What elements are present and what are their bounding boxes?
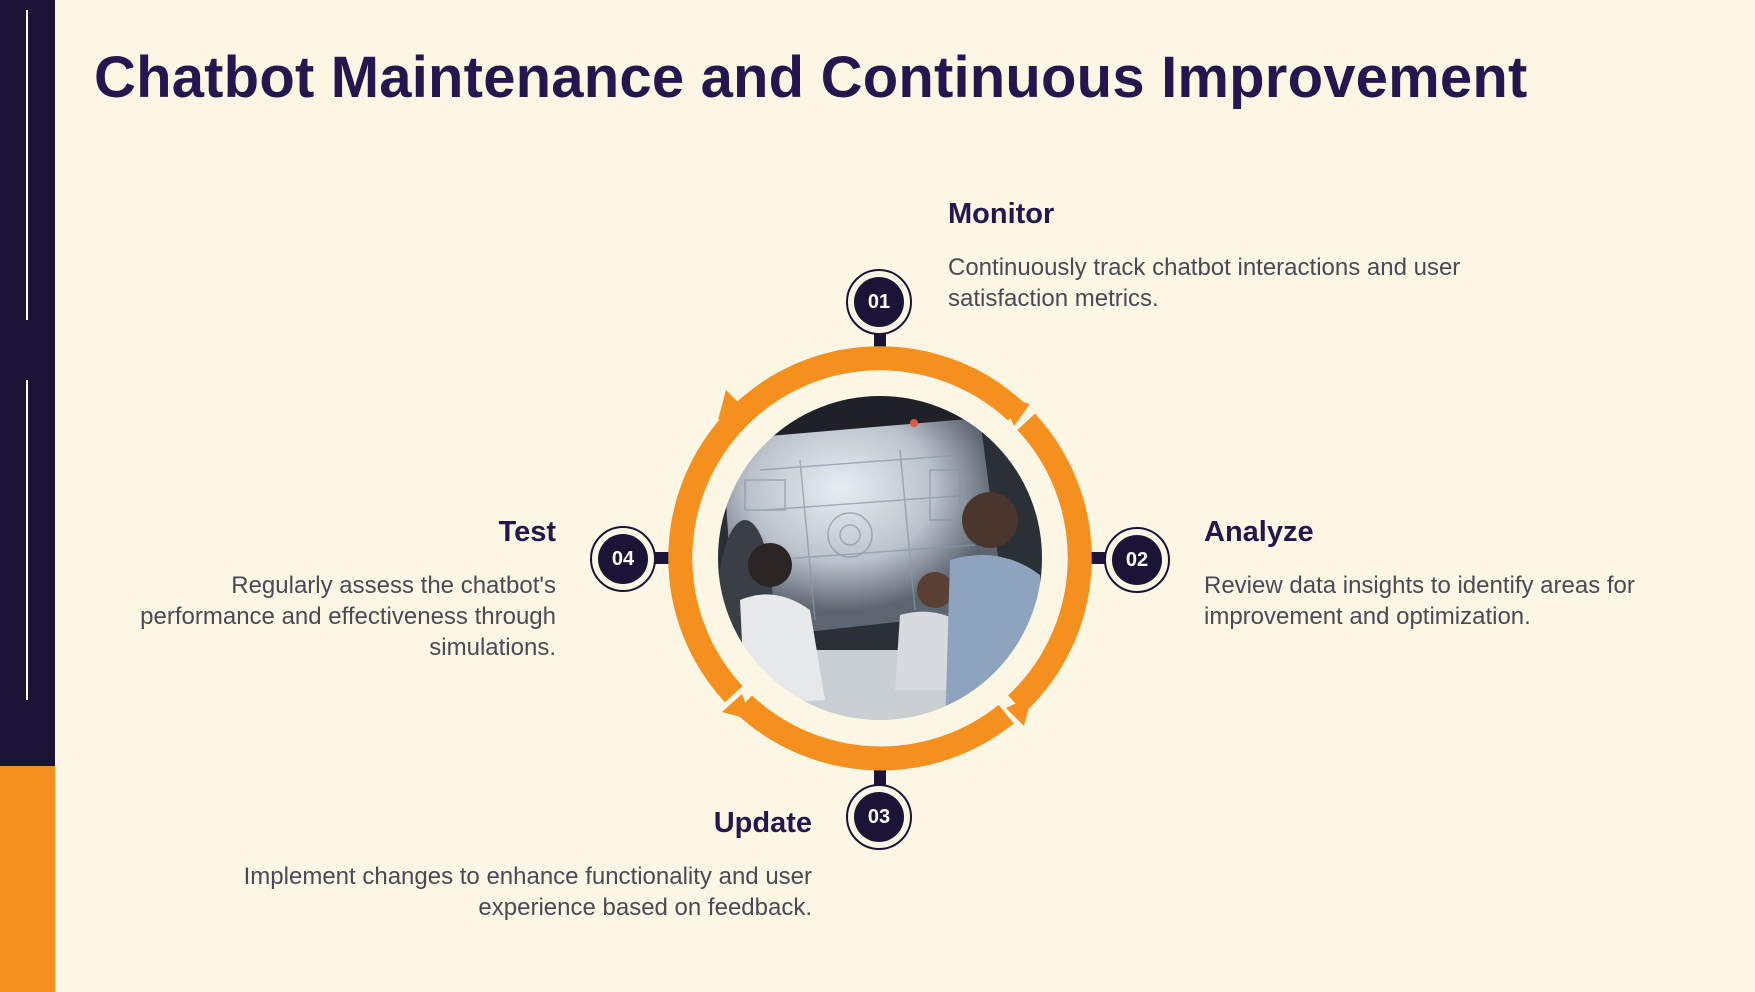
- page-title: Chatbot Maintenance and Continuous Impro…: [94, 45, 1528, 110]
- step-badge-01: 01: [846, 269, 912, 335]
- ring-segment-right: [1007, 413, 1092, 713]
- step-number-01: 01: [854, 277, 904, 327]
- step-number-03: 03: [854, 792, 904, 842]
- arrowhead-right: [1006, 696, 1032, 726]
- left-accent-line-bottom: [26, 380, 28, 700]
- step-badge-04: 04: [590, 526, 656, 592]
- cycle-arrowheads: [718, 390, 1032, 726]
- arrowhead-left: [718, 390, 744, 420]
- step-title-analyze: Analyze: [1204, 516, 1314, 548]
- step-description-update: Implement changes to enhance functionali…: [243, 863, 812, 921]
- ring-segment-top: [725, 346, 1025, 431]
- left-accent-bar-orange: [0, 766, 55, 992]
- cycle-ring: [668, 346, 1092, 771]
- step-badge-02: 02: [1104, 527, 1170, 593]
- step-description-test: Regularly assess the chatbot's performan…: [140, 572, 556, 661]
- step-description-monitor: Continuously track chatbot interactions …: [948, 254, 1461, 312]
- ring-segment-left: [668, 403, 753, 703]
- step-number-04: 04: [598, 534, 648, 584]
- left-accent-line-top: [26, 10, 28, 320]
- photo-border: [716, 394, 1044, 722]
- arrowhead-bottom: [722, 694, 752, 720]
- arrowhead-top: [1000, 396, 1030, 426]
- step-description-analyze: Review data insights to identify areas f…: [1204, 572, 1635, 630]
- step-number-02: 02: [1112, 535, 1162, 585]
- center-photo: [717, 395, 1043, 721]
- ring-segment-bottom: [735, 695, 1014, 771]
- step-badge-03: 03: [846, 784, 912, 850]
- step-title-test: Test: [498, 516, 556, 548]
- step-title-update: Update: [713, 807, 812, 839]
- step-title-monitor: Monitor: [948, 198, 1055, 230]
